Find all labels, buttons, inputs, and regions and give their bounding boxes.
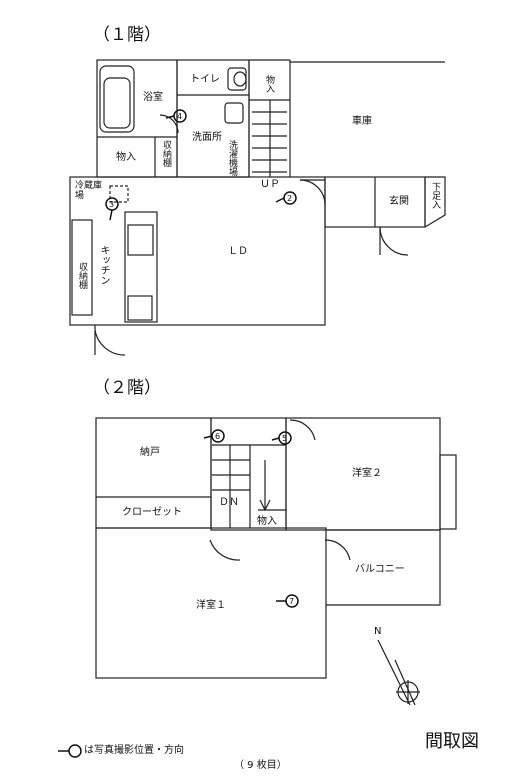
floor1-title: （１階） [93,25,161,45]
room-storage-shelf: 収納棚 [161,140,171,167]
room-kitchen-shelf: 収納棚 [77,262,87,289]
photo-marker-2: 2 [287,194,293,203]
photo-marker-7: 7 [289,597,295,606]
room-western2: 洋室２ [352,468,382,479]
room-storage-2f: 物入 [257,516,277,527]
room-garage: 車庫 [352,116,372,127]
compass-north-label: N [374,626,382,637]
photo-marker-5: 5 [282,434,288,443]
photo-marker-4: 4 [177,112,183,121]
photo-marker-6: 6 [215,432,221,441]
label-dn: ＤＮ [219,497,239,508]
photo-marker-3: 3 [109,200,115,209]
room-toilet: トイレ [190,74,220,85]
room-shoe-box: 下足入 [430,182,440,209]
legend-text: は写真撮影位置・方向 [84,745,184,756]
room-closet: クローゼット [122,507,182,518]
room-ld: ＬＤ [228,246,248,257]
room-fridge: 冷蔵庫場 [75,181,103,201]
floor2-title: （２階） [93,378,161,398]
label-up: ＵＰ [260,179,280,190]
room-storage-lower: 物入 [116,152,136,163]
room-kitchen: キッチン [98,245,109,285]
room-balcony: バルコニー [355,564,405,575]
room-entrance: 玄関 [389,196,409,207]
room-bathroom: 浴室 [143,92,163,103]
diagram-title: 間取図 [425,731,479,752]
room-storeroom: 納戸 [140,447,160,458]
photo-marker-icons [58,109,299,758]
floor2-walls [95,417,457,679]
compass-symbol [377,639,420,706]
room-western1: 洋室１ [196,600,226,611]
page-label: （ 9 枚目） [234,760,287,771]
room-laundry: 洗濯機場 [227,140,237,176]
room-washroom: 洗面所 [192,132,222,143]
room-storage-upper: 物入 [264,75,274,93]
floor1-walls [69,59,446,356]
